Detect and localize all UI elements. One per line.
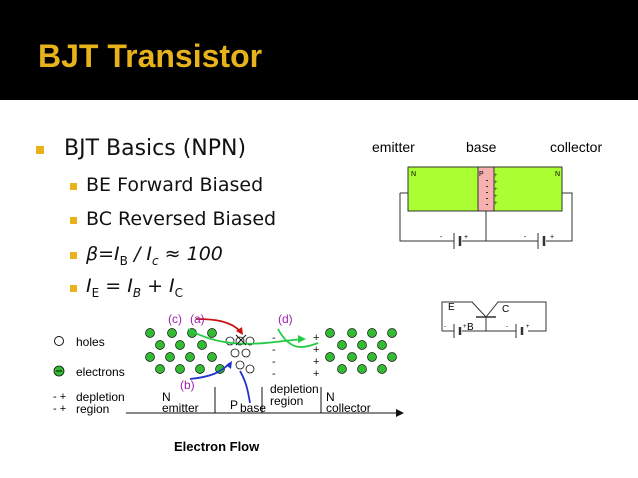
ie-i: I — [86, 275, 92, 297]
n-emitter-label: N — [162, 390, 171, 404]
bat2-minus: - — [524, 234, 527, 241]
sym-b-label: B — [467, 322, 474, 333]
bjt-circuit-symbol: E C B - + - + — [441, 301, 547, 338]
n-collector-label: N — [326, 390, 335, 404]
svg-text:+: + — [494, 201, 498, 207]
legend-depletion-2: region — [76, 402, 109, 416]
sym-bat1-plus: + — [463, 324, 467, 330]
svg-text:+: + — [313, 344, 319, 356]
emitter-text: emitter — [162, 401, 199, 415]
svg-text:-: - — [272, 356, 276, 368]
hole-legend-icon — [54, 336, 64, 346]
bat1-plus: + — [464, 234, 468, 241]
bias-wires — [399, 192, 573, 242]
label-c: (c) — [168, 312, 182, 326]
depletion-charges: +++++ — [486, 173, 498, 207]
label-d: (d) — [278, 312, 293, 326]
base-text: base — [240, 401, 266, 415]
svg-text:+: + — [313, 332, 319, 344]
arrow-b-head — [226, 361, 232, 369]
legend-depletion-1: depletion — [76, 390, 125, 404]
svg-text:-: - — [272, 344, 276, 356]
ie-eq: = I — [99, 275, 133, 297]
sym-c-label: C — [502, 304, 509, 315]
bullet-beta-formula: β=IB / Ic ≈ 100 — [86, 243, 223, 268]
ie-sub-e: E — [91, 285, 100, 300]
svg-text:+: + — [494, 173, 498, 179]
legend-minus-plus-2: - + — [53, 403, 66, 415]
beta-symbol: β — [86, 243, 99, 265]
svg-text:+: + — [313, 368, 319, 380]
battery-icon — [453, 233, 546, 249]
svg-text:+: + — [494, 187, 498, 193]
title-band: BJT Transistor — [0, 0, 638, 100]
bullet-bc-reversed: BC Reversed Biased — [86, 208, 277, 230]
sym-bat1-minus: - — [444, 324, 446, 330]
ie-plus: + I — [141, 275, 175, 297]
n-emitter-region — [407, 166, 479, 212]
bat2-plus: + — [550, 234, 554, 241]
beta-sub-b: B — [119, 253, 128, 268]
ie-sub-b: B — [132, 285, 142, 300]
arrow-c-head — [298, 335, 306, 343]
arrow-d-green — [277, 328, 319, 348]
svg-text:+: + — [494, 180, 498, 186]
base-label: base — [466, 139, 497, 155]
base-holes — [225, 336, 255, 374]
slide-content: BJT Basics (NPN) BE Forward Biased BC Re… — [0, 103, 638, 478]
slide-title: BJT Transistor — [38, 38, 263, 74]
n-collector-region — [493, 166, 563, 212]
p-base-label: P — [230, 398, 238, 412]
bullet-square-icon — [70, 217, 77, 224]
depletion-text-2: region — [270, 394, 303, 408]
bullet-ie-formula: IE = IB + IC — [86, 275, 183, 300]
beta-eq: =I — [98, 243, 120, 265]
svg-text:+: + — [494, 194, 498, 200]
label-a: (a) — [190, 312, 205, 326]
arrow-a-red — [195, 318, 241, 332]
emitter-electrons — [145, 328, 225, 374]
sym-e-label: E — [448, 302, 455, 313]
sym-bat2-minus: - — [506, 324, 508, 330]
svg-text:+: + — [313, 356, 319, 368]
bullet-be-forward: BE Forward Biased — [86, 174, 264, 196]
title-divider — [0, 100, 638, 103]
recomb-x-2 — [235, 334, 247, 346]
electron-flow-caption: Electron Flow — [174, 439, 260, 454]
bullet-bjt-basics: BJT Basics (NPN) — [64, 136, 247, 161]
legend-electrons: electrons — [76, 365, 125, 379]
collector-electrons — [325, 328, 397, 374]
n-left-label: N — [411, 171, 416, 178]
legend-holes: holes — [76, 335, 105, 349]
npn-structure-diagram: emitter base collector N P N +++++ - + -… — [372, 139, 602, 249]
beta-approx: ≈ 100 — [158, 243, 223, 265]
bat1-minus: - — [440, 234, 443, 241]
p-mid-label: P — [479, 171, 484, 178]
collector-label: collector — [550, 139, 602, 155]
bullet-square-icon — [70, 183, 77, 190]
bullet-square-icon — [70, 285, 77, 292]
depletion-region-charges: ---- ++++ — [272, 332, 319, 380]
beta-slash: / I — [127, 243, 152, 265]
bullet-square-icon — [36, 146, 44, 154]
collector-text: collector — [326, 401, 371, 415]
svg-text:-: - — [272, 368, 276, 380]
legend-minus-plus-1: - + — [53, 391, 66, 403]
electron-flow-diagram: holes electrons - + - + depletion region — [53, 312, 404, 454]
ie-sub-c: C — [174, 285, 184, 300]
arrow-base-blue — [239, 370, 251, 404]
svg-text:-: - — [272, 332, 276, 344]
x-axis-arrow-icon — [396, 409, 404, 417]
label-b: (b) — [180, 378, 195, 392]
beta-sub-c: c — [152, 253, 159, 268]
n-right-label: N — [555, 171, 560, 178]
bullet-square-icon — [70, 252, 77, 259]
depletion-text-1: depletion — [270, 382, 319, 396]
sym-bat2-plus: + — [526, 324, 530, 330]
emitter-label: emitter — [372, 139, 415, 155]
arrow-a-head — [236, 327, 243, 335]
